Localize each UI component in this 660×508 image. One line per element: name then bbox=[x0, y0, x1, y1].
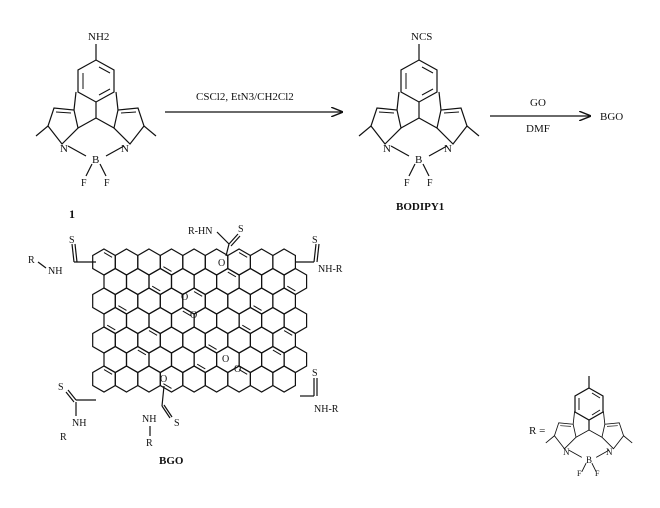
isothiocyanate-group-label: NCS bbox=[411, 31, 432, 43]
fluorine-right: F bbox=[427, 178, 433, 189]
nh-group: NH bbox=[48, 266, 62, 277]
nitrogen-right: N bbox=[121, 143, 129, 155]
double-bond bbox=[242, 324, 251, 331]
thioamide-top-right: S NH-R bbox=[296, 235, 343, 275]
nitrogen-right: N bbox=[444, 143, 452, 155]
r-equals-label: R = bbox=[529, 425, 545, 437]
fluorine-left: F bbox=[577, 469, 582, 478]
r-group: R bbox=[60, 432, 67, 443]
oxygen: O bbox=[160, 374, 167, 385]
thioamide-top-left: S NH R bbox=[28, 235, 96, 277]
double-bond bbox=[148, 330, 158, 336]
epoxide-oxygen: O bbox=[181, 292, 188, 303]
nh-group: NH bbox=[72, 418, 86, 429]
bgo-structure: S NH R R-HN S O S NH-R S bbox=[28, 224, 343, 467]
nhr-group: NH-R bbox=[314, 404, 339, 415]
r-group: R bbox=[146, 438, 153, 449]
epoxide-oxygen: O bbox=[234, 364, 241, 375]
double-bond bbox=[283, 330, 293, 336]
double-bond bbox=[163, 383, 172, 389]
thioamide-bottom-right: S NH-R bbox=[300, 368, 339, 415]
nitrogen-left: N bbox=[383, 143, 391, 155]
double-bond bbox=[227, 271, 237, 278]
nitrogen-right: N bbox=[606, 447, 613, 457]
nitrogen-left: N bbox=[60, 143, 68, 155]
sulfur: S bbox=[58, 382, 64, 393]
double-bond bbox=[238, 252, 248, 258]
thioamide-top-middle: R-HN S O bbox=[188, 224, 244, 269]
step2-reagent-bottom: DMF bbox=[526, 123, 550, 135]
bgo-label: BGO bbox=[159, 455, 184, 467]
rhn-group: R-HN bbox=[188, 226, 212, 237]
double-bond bbox=[163, 266, 172, 272]
product-bgo-short: BGO bbox=[600, 111, 623, 123]
nh-group: NH bbox=[142, 414, 156, 425]
epoxide-oxygen: O bbox=[190, 310, 197, 321]
nhr-group: NH-R bbox=[318, 264, 343, 275]
reaction-arrow-2: GO DMF BGO bbox=[490, 97, 623, 135]
thioamide-bottom-middle: O S NH R bbox=[142, 374, 180, 449]
boron: B bbox=[586, 455, 592, 465]
graphene-hexagon bbox=[114, 365, 139, 393]
bodipy1-label: BODIPY1 bbox=[396, 201, 444, 213]
nitrogen-left: N bbox=[563, 447, 570, 457]
double-bond bbox=[196, 363, 206, 370]
oxygen: O bbox=[218, 258, 225, 269]
epoxide-oxygen: O bbox=[222, 354, 229, 365]
compound-1-label: 1 bbox=[69, 207, 75, 221]
compound-1: NH2 N N B F F 1 bbox=[35, 31, 157, 221]
amine-group-label: NH2 bbox=[88, 31, 109, 43]
sulfur: S bbox=[174, 418, 180, 429]
double-bond bbox=[193, 291, 203, 297]
boron: B bbox=[415, 154, 422, 166]
graphene-hexagon bbox=[204, 365, 229, 393]
step1-reagents: CSCl2, EtN3/CH2Cl2 bbox=[196, 91, 294, 103]
double-bond bbox=[208, 344, 217, 350]
double-bond bbox=[103, 369, 113, 375]
fluorine-right: F bbox=[104, 178, 110, 189]
fluorine-left: F bbox=[81, 178, 87, 189]
double-bond bbox=[106, 324, 116, 331]
r-group: R bbox=[28, 255, 35, 266]
thioamide-bottom-left: S NH R bbox=[58, 382, 96, 443]
sulfur: S bbox=[238, 224, 244, 235]
sulfur: S bbox=[312, 235, 318, 246]
graphene-hexagon bbox=[249, 365, 274, 393]
step2-reagent-top: GO bbox=[530, 97, 546, 109]
double-bond bbox=[287, 285, 296, 292]
fluorine-left: F bbox=[404, 178, 410, 189]
compound-bodipy1: NCS N N B F F BODIPY1 bbox=[358, 31, 480, 213]
double-bond bbox=[272, 349, 282, 356]
graphene-lattice bbox=[92, 248, 308, 393]
double-bond bbox=[182, 310, 192, 317]
graphene-hexagon bbox=[182, 365, 206, 393]
double-bond bbox=[137, 349, 147, 356]
double-bond bbox=[253, 305, 262, 311]
double-bond bbox=[103, 252, 113, 258]
sulfur: S bbox=[312, 368, 318, 379]
graphene-hexagon bbox=[272, 365, 296, 393]
double-bond bbox=[151, 285, 161, 292]
graphene-hexagon bbox=[137, 365, 161, 393]
r-definition: R = N N B F F bbox=[529, 376, 633, 478]
boron: B bbox=[92, 154, 99, 166]
double-bond bbox=[118, 305, 127, 311]
reaction-arrow-1: CSCl2, EtN3/CH2Cl2 bbox=[165, 91, 342, 112]
fluorine-right: F bbox=[595, 469, 600, 478]
double-bond bbox=[238, 369, 248, 375]
sulfur: S bbox=[69, 235, 75, 246]
